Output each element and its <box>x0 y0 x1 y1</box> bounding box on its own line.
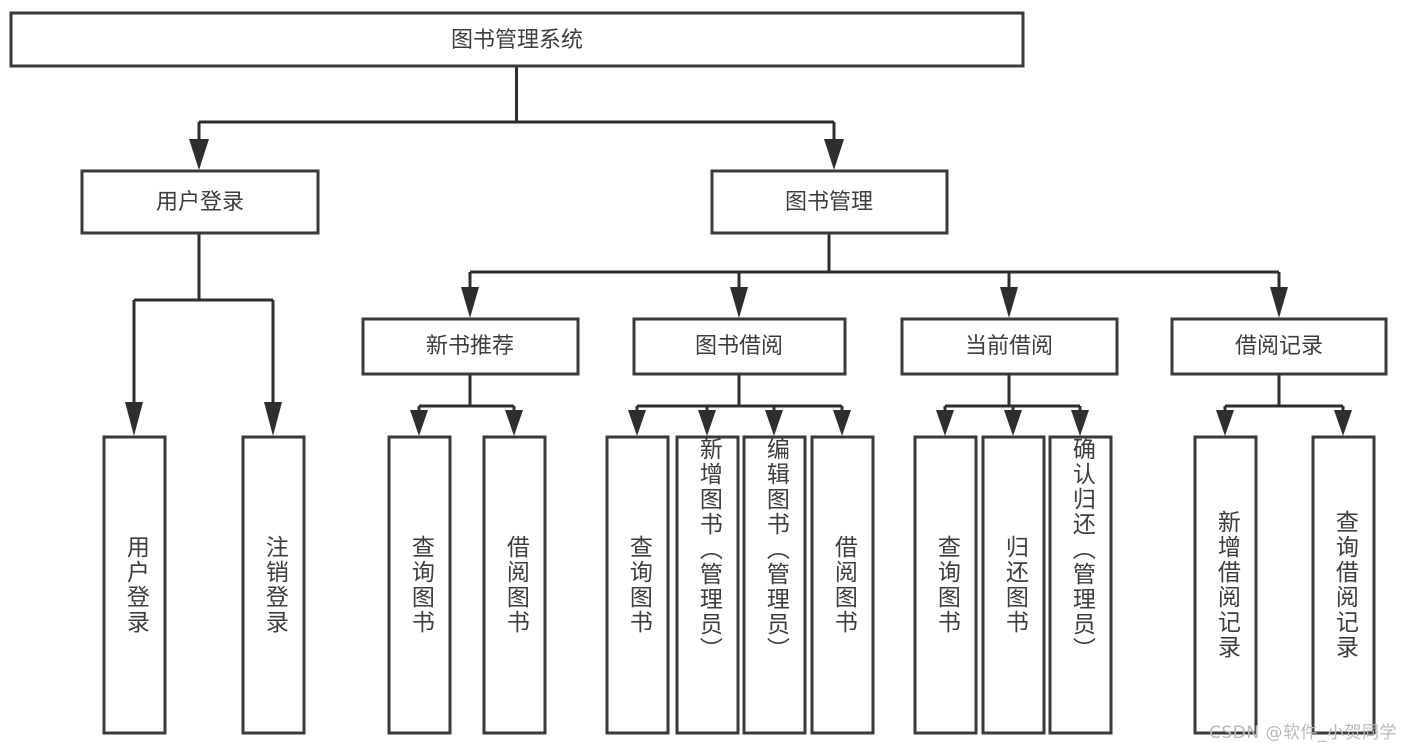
node-current-borrow-label: 当前借阅 <box>965 334 1053 359</box>
node-user-login-box[interactable] <box>80 169 320 235</box>
arrow-icon-to-book-borrow <box>730 287 748 318</box>
arrow-icon-bookborrow-leaf-3 <box>765 410 783 436</box>
arrow-icon-bookborrow-leaf-2 <box>698 410 716 436</box>
node-root-label: 图书管理系统 <box>451 28 583 53</box>
leaf-box-new-book-2[interactable] <box>482 435 547 735</box>
node-borrow-record[interactable]: 借阅记录 <box>1170 317 1388 376</box>
node-book-manage-box[interactable] <box>710 169 949 235</box>
node-borrow-record-box[interactable] <box>1170 317 1388 376</box>
leaf-box-user-login-1[interactable] <box>102 435 167 735</box>
connector-group-book-manage <box>461 233 1288 318</box>
node-user-login[interactable]: 用户登录 <box>80 169 320 235</box>
leaf-box-borrow-record-2[interactable] <box>1311 435 1376 735</box>
node-book-borrow[interactable]: 图书借阅 <box>632 317 847 376</box>
leaf-box-user-login-2[interactable] <box>241 435 306 735</box>
arrow-icon-currentborrow-leaf-2 <box>1004 410 1022 436</box>
leaf-box-current-borrow-2[interactable] <box>981 435 1046 735</box>
node-book-borrow-box[interactable] <box>632 317 847 376</box>
arrow-icon-to-book-manage <box>824 139 844 170</box>
leaf-box-borrow-record-1[interactable] <box>1193 435 1258 735</box>
leaf-box-book-borrow-4[interactable] <box>810 435 875 735</box>
arrow-icon-newbook-leaf-1 <box>410 410 428 436</box>
arrow-icon-bookborrow-leaf-4 <box>833 410 851 436</box>
node-book-manage-label: 图书管理 <box>785 190 873 215</box>
arrow-icon-to-user-login <box>189 139 209 170</box>
arrow-icon-to-borrow-record <box>1270 287 1288 318</box>
arrow-icon-userlogin-leaf-1 <box>125 402 143 436</box>
arrow-icon-bookborrow-leaf-1 <box>628 410 646 436</box>
arrow-icon-userlogin-leaf-2 <box>264 402 282 436</box>
arrow-icon-to-new-book <box>461 287 479 318</box>
connector-group-new-book <box>410 374 523 436</box>
leaf-box-current-borrow-3[interactable] <box>1048 435 1113 735</box>
node-current-borrow-box[interactable] <box>900 317 1119 376</box>
connector-group-current-borrow <box>936 374 1089 436</box>
arrow-icon-borrowrecord-leaf-1 <box>1216 410 1234 436</box>
node-book-manage[interactable]: 图书管理 <box>710 169 949 235</box>
leaf-box-book-borrow-3[interactable] <box>742 435 807 735</box>
connector-group-borrow-record <box>1216 374 1352 436</box>
node-user-login-label: 用户登录 <box>156 190 244 215</box>
arrow-icon-borrowrecord-leaf-2 <box>1334 410 1352 436</box>
node-new-book-recommend-box[interactable] <box>361 317 580 376</box>
leaf-box-new-book-1[interactable] <box>387 435 452 735</box>
node-new-book-recommend-label: 新书推荐 <box>426 334 514 359</box>
csdn-watermark: CSDN @软件_小贺同学 <box>1209 723 1397 743</box>
connector-group-root <box>189 66 844 170</box>
connector-group-book-borrow <box>628 374 851 436</box>
node-borrow-record-label: 借阅记录 <box>1235 334 1323 359</box>
arrow-icon-currentborrow-leaf-3 <box>1071 410 1089 436</box>
node-new-book-recommend[interactable]: 新书推荐 <box>361 317 580 376</box>
connector-group-user-login <box>125 233 282 436</box>
node-root[interactable]: 图书管理系统 <box>9 11 1025 68</box>
arrow-icon-currentborrow-leaf-1 <box>936 410 954 436</box>
node-root-box[interactable] <box>9 11 1025 68</box>
arrow-icon-to-current-borrow <box>1000 287 1018 318</box>
node-current-borrow[interactable]: 当前借阅 <box>900 317 1119 376</box>
leaf-box-book-borrow-2[interactable] <box>675 435 740 735</box>
leaf-box-current-borrow-1[interactable] <box>913 435 978 735</box>
arrow-icon-newbook-leaf-2 <box>505 410 523 436</box>
leaf-box-book-borrow-1[interactable] <box>605 435 670 735</box>
node-book-borrow-label: 图书借阅 <box>695 334 783 359</box>
